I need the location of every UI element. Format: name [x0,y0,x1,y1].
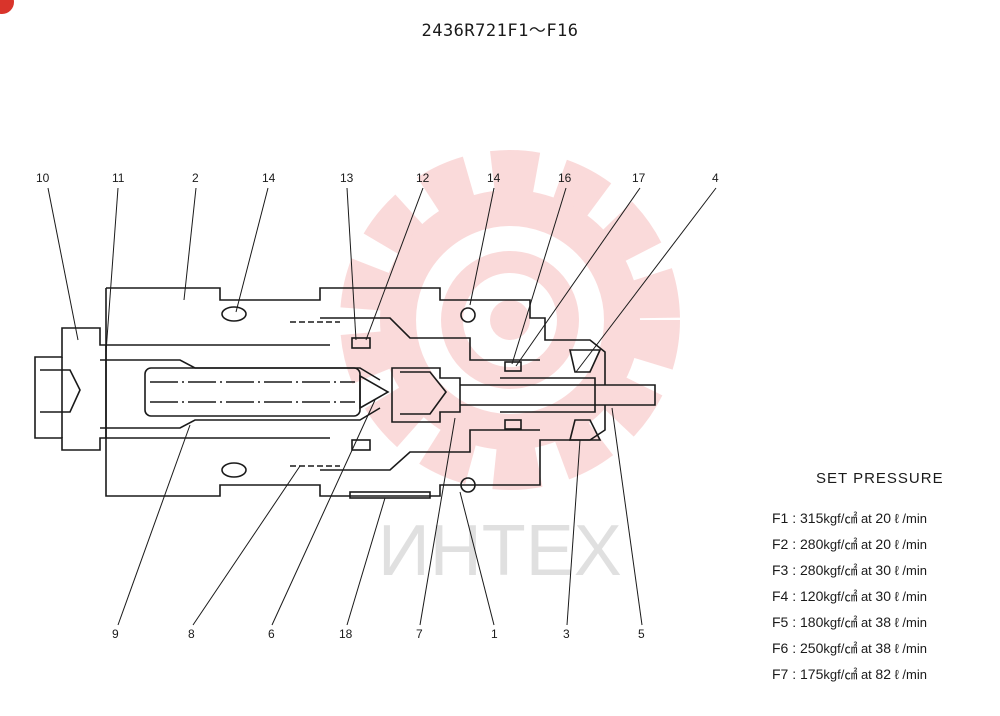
row-pressure-unit: kgf/㎠ [823,615,858,630]
callout-4: 4 [712,171,719,185]
row-id: F3 [772,562,789,578]
set-pressure-row: F6 : 250kgf/㎠ at 38 ℓ /min [772,638,927,664]
set-pressure-row: F3 : 280kgf/㎠ at 30 ℓ /min [772,560,927,586]
set-pressure-row: F2 : 280kgf/㎠ at 20 ℓ /min [772,534,927,560]
row-flow: 38 [875,640,891,656]
callout-11: 11 [112,171,125,185]
row-flow-unit: ℓ /min [891,537,927,552]
row-flow-unit: ℓ /min [891,615,927,630]
row-flow-unit: ℓ /min [891,511,927,526]
row-id: F1 [772,510,789,526]
row-at: at [857,641,876,656]
row-id: F6 [772,640,789,656]
callout-17: 17 [632,171,646,185]
row-flow: 30 [875,588,891,604]
row-pressure: 120 [800,588,824,604]
row-id: F7 [772,666,789,682]
row-sep: : [788,666,801,682]
row-pressure-unit: kgf/㎠ [823,641,858,656]
row-pressure: 280 [800,562,824,578]
callout-14-right: 14 [487,171,501,185]
row-pressure-unit: kgf/㎠ [823,511,858,526]
diagram-title: 2436R721F1～F16 [421,21,579,41]
valve-body [34,287,656,499]
row-sep: : [788,510,801,526]
row-at: at [857,537,876,552]
row-id: F4 [772,588,789,604]
set-pressure-heading: SET PRESSURE [816,470,944,487]
row-flow-unit: ℓ /min [891,667,927,682]
row-at: at [857,511,876,526]
row-pressure-unit: kgf/㎠ [823,563,858,578]
set-pressure-row: F7 : 175kgf/㎠ at 82 ℓ /min [772,664,927,690]
row-sep: : [788,536,801,552]
row-pressure-unit: kgf/㎠ [823,537,858,552]
row-id: F5 [772,614,789,630]
callouts-bottom: 9 8 6 18 7 1 3 5 [112,627,645,641]
row-sep: : [788,640,801,656]
callout-16: 16 [558,171,572,185]
row-at: at [857,563,876,578]
row-sep: : [788,588,801,604]
set-pressure-row: F5 : 180kgf/㎠ at 38 ℓ /min [772,612,927,638]
row-pressure: 280 [800,536,824,552]
row-flow-unit: ℓ /min [891,563,927,578]
callout-3: 3 [563,627,570,641]
row-flow-unit: ℓ /min [891,589,927,604]
set-pressure-row: F4 : 120kgf/㎠ at 30 ℓ /min [772,586,927,612]
row-pressure: 175 [800,666,824,682]
row-at: at [857,589,876,604]
row-pressure-unit: kgf/㎠ [823,589,858,604]
callouts-top: 10 11 2 14 13 12 14 16 17 4 [36,171,719,185]
watermark-text: ИНТЕХ [378,511,622,591]
callout-7: 7 [416,627,423,641]
callout-5: 5 [638,627,645,641]
row-flow: 38 [875,614,891,630]
leader-lines [47,187,717,626]
row-pressure: 180 [800,614,824,630]
row-pressure: 315 [800,510,824,526]
row-pressure: 250 [800,640,824,656]
callout-8: 8 [188,627,195,641]
callout-9: 9 [112,627,119,641]
callout-13: 13 [340,171,354,185]
row-flow-unit: ℓ /min [891,641,927,656]
callout-2: 2 [192,171,199,185]
row-flow: 82 [875,666,891,682]
set-pressure-list: F1 : 315kgf/㎠ at 20 ℓ /min F2 : 280kgf/㎠… [772,508,927,690]
row-at: at [857,667,876,682]
callout-10: 10 [36,171,50,185]
row-flow: 20 [875,510,891,526]
callout-1: 1 [491,627,498,641]
row-pressure-unit: kgf/㎠ [823,667,858,682]
callout-18: 18 [339,627,353,641]
watermark-gear-logo [340,150,680,490]
set-pressure-row: F1 : 315kgf/㎠ at 20 ℓ /min [772,508,927,534]
row-flow: 20 [875,536,891,552]
callout-14-left: 14 [262,171,276,185]
callout-6: 6 [268,627,275,641]
callout-12: 12 [416,171,430,185]
row-at: at [857,615,876,630]
row-sep: : [788,562,801,578]
row-sep: : [788,614,801,630]
row-id: F2 [772,536,789,552]
row-flow: 30 [875,562,891,578]
